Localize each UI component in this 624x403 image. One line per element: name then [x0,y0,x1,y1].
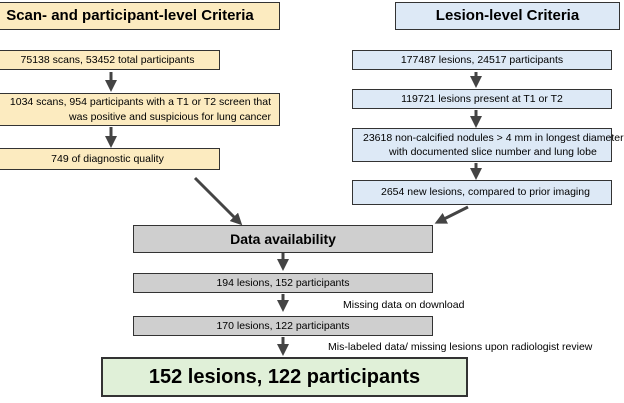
arrow-left-to-availability [193,176,243,226]
bottom-step-1: 194 lesions, 152 participants [133,273,433,293]
right-step-4: 2654 new lesions, compared to prior imag… [352,180,612,205]
arrow-right-to-availability [434,205,469,224]
left-step-2-line-1: 1034 scans, 954 participants with a T1 o… [9,96,271,109]
lesion-level-criteria-header: Lesion-level Criteria [395,2,620,30]
right-step-1: 177487 lesions, 24517 participants [352,50,612,70]
left-step-2: 1034 scans, 954 participants with a T1 o… [0,93,280,126]
right-step-3-line-2: with documented slice number and lung lo… [389,146,597,158]
left-step-2-line-2: was positive and suspicious for lung can… [69,110,271,123]
final-result-box: 152 lesions, 122 participants [101,357,468,397]
bottom-step-2: 170 lesions, 122 participants [133,316,433,336]
right-step-3: 23618 non-calcified nodules > 4 mm in lo… [352,128,624,162]
scan-participant-criteria-header: Scan- and participant-level Criteria [0,2,280,30]
right-step-2: 119721 lesions present at T1 or T2 [352,89,612,109]
right-step-3-line-1: 23618 non-calcified nodules > 4 mm in lo… [363,131,624,144]
left-step-1: 75138 scans, 53452 total participants [0,50,220,70]
exclusion-note-2: Mis-labeled data/ missing lesions upon r… [328,341,593,353]
left-step-3: 749 of diagnostic quality [0,148,220,170]
exclusion-note-1: Missing data on download [343,299,465,311]
flow-arrows [105,72,482,356]
data-availability-box: Data availability [133,225,433,253]
